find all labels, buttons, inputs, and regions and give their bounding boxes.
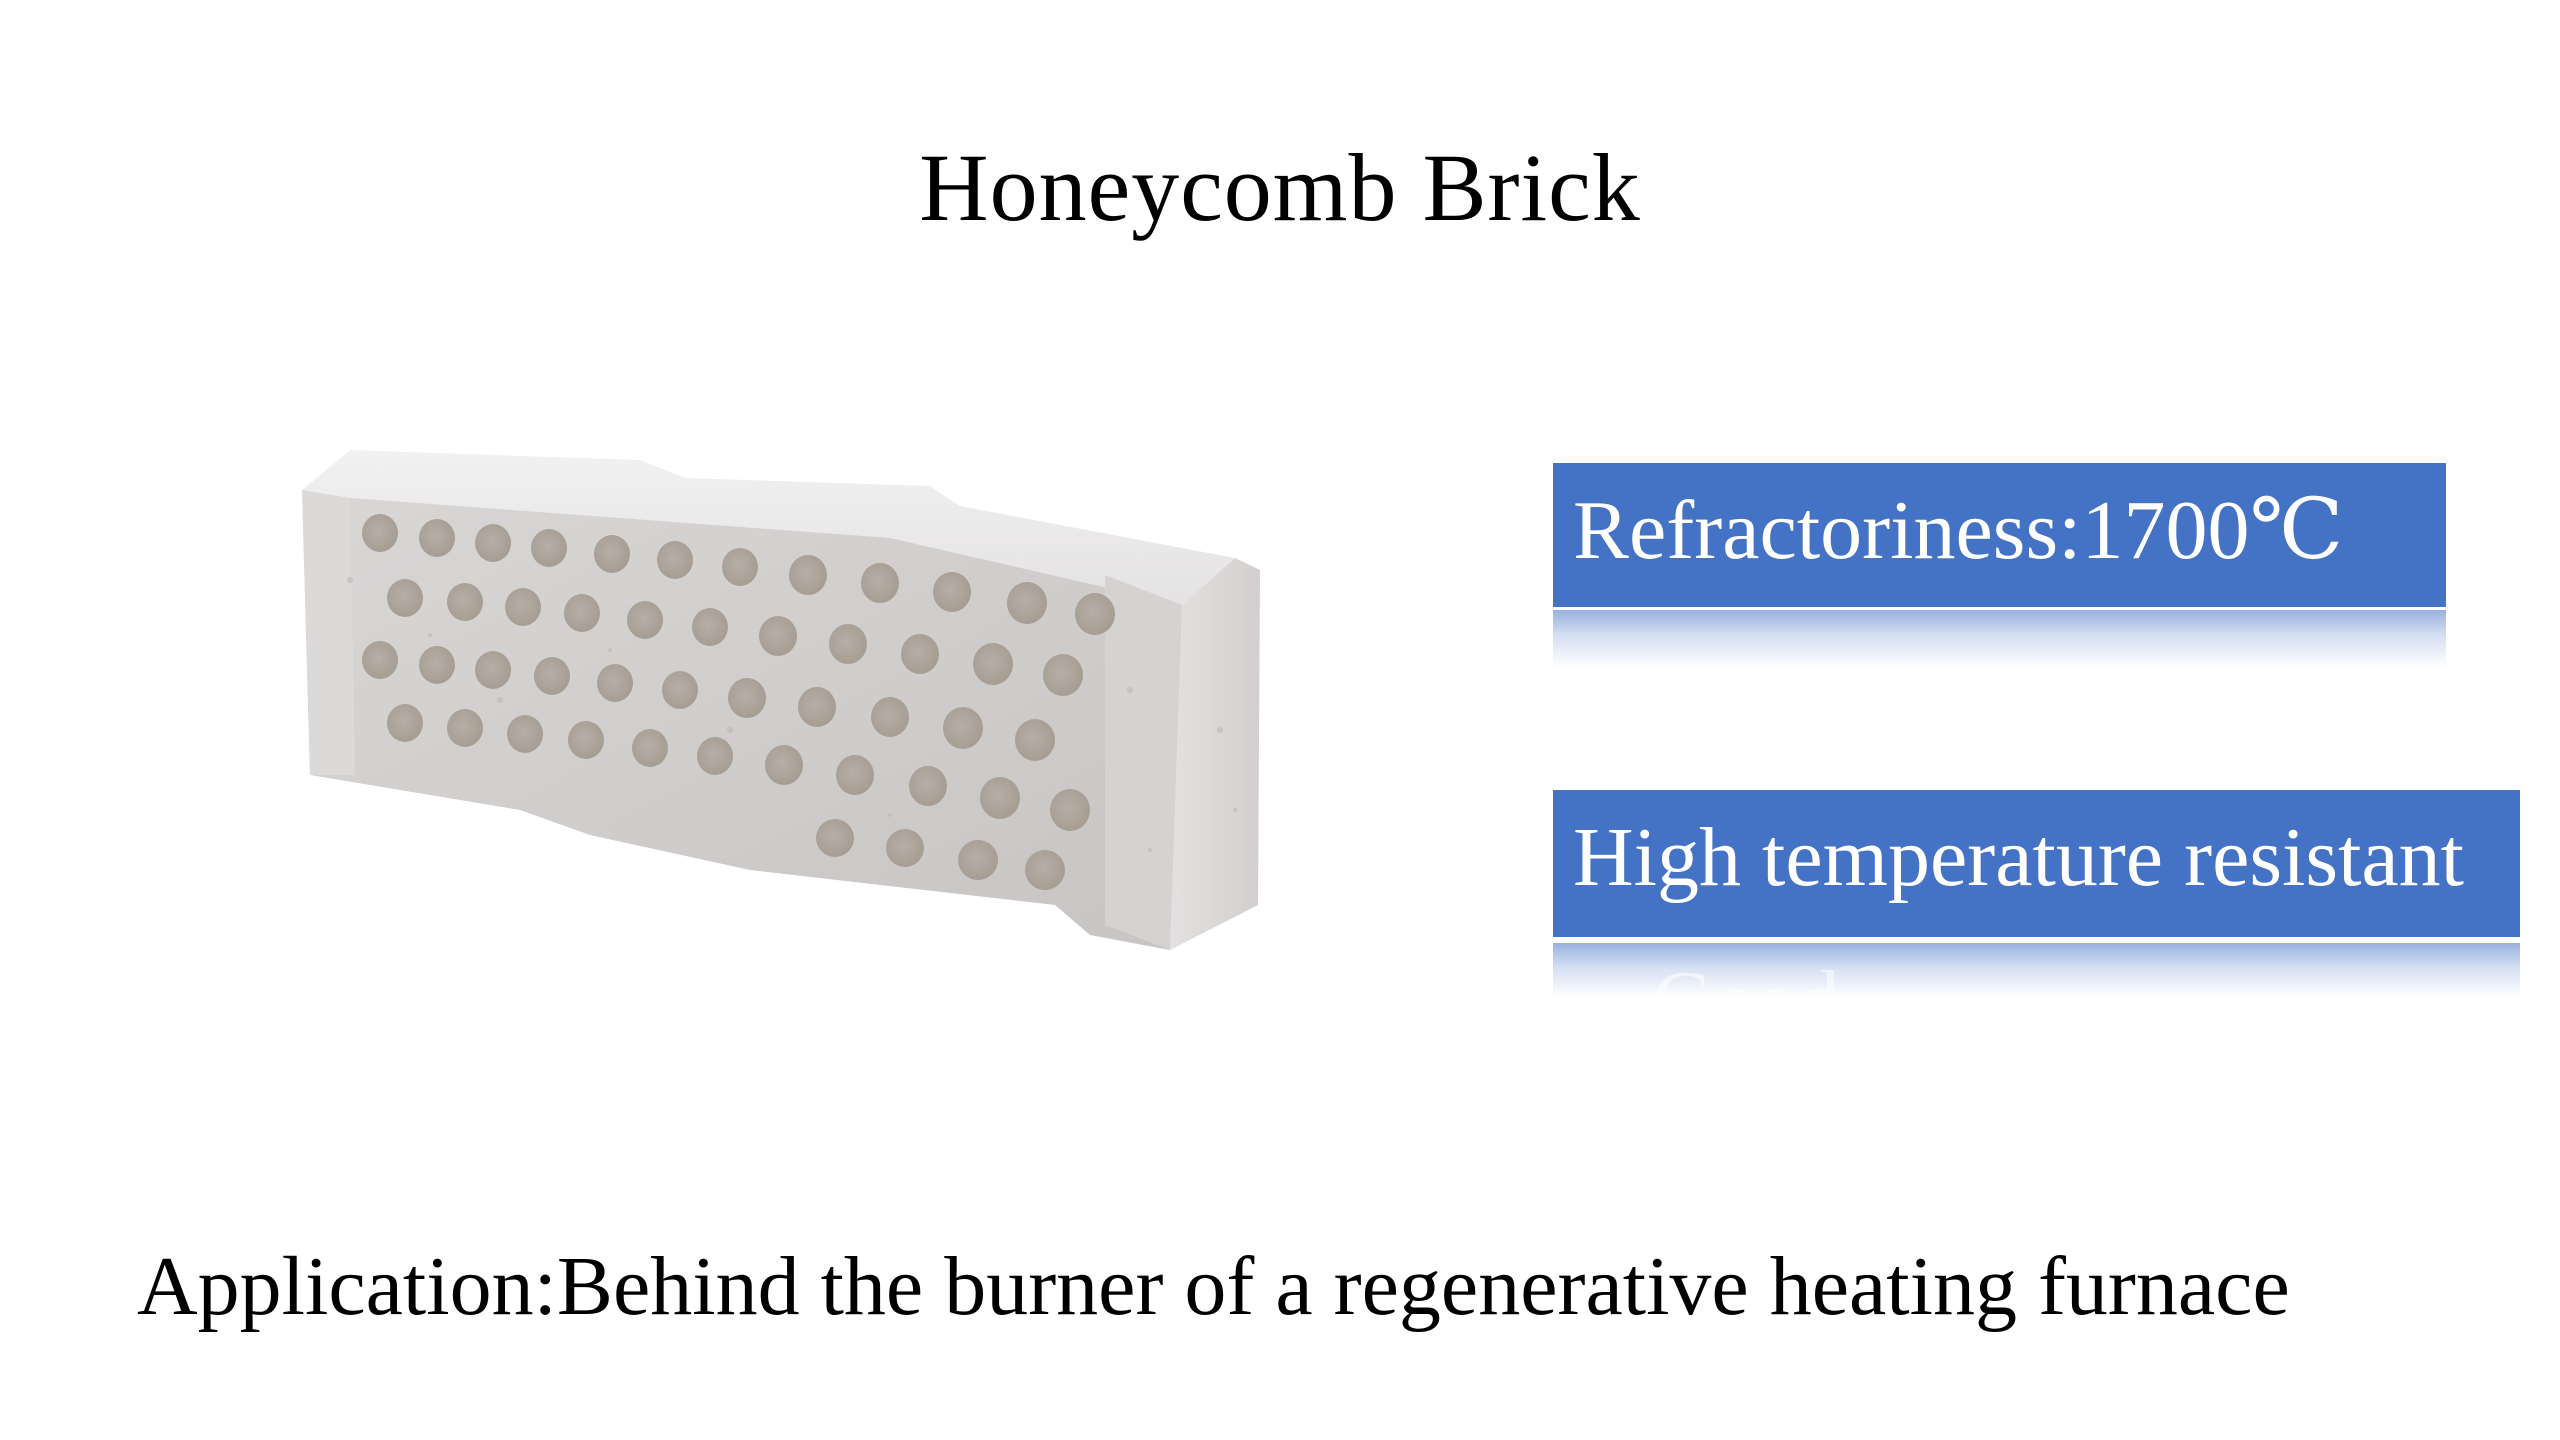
feature-refractoriness-reflection xyxy=(1553,610,2446,668)
feature-temperature-label: High temperature resistant xyxy=(1573,811,2465,904)
feature-refractoriness-badge: Refractoriness:1700℃ xyxy=(1553,463,2446,607)
feature-reflection-text: Good xyxy=(1653,951,1840,998)
honeycomb-brick-image xyxy=(290,430,1290,990)
slide-title: Honeycomb Brick xyxy=(919,134,1641,241)
application-text: Application:Behind the burner of a regen… xyxy=(137,1240,2290,1333)
feature-temperature-reflection: Good xyxy=(1553,943,2520,998)
feature-temperature-badge: High temperature resistant xyxy=(1553,790,2520,937)
feature-refractoriness-label: Refractoriness:1700℃ xyxy=(1573,484,2344,577)
